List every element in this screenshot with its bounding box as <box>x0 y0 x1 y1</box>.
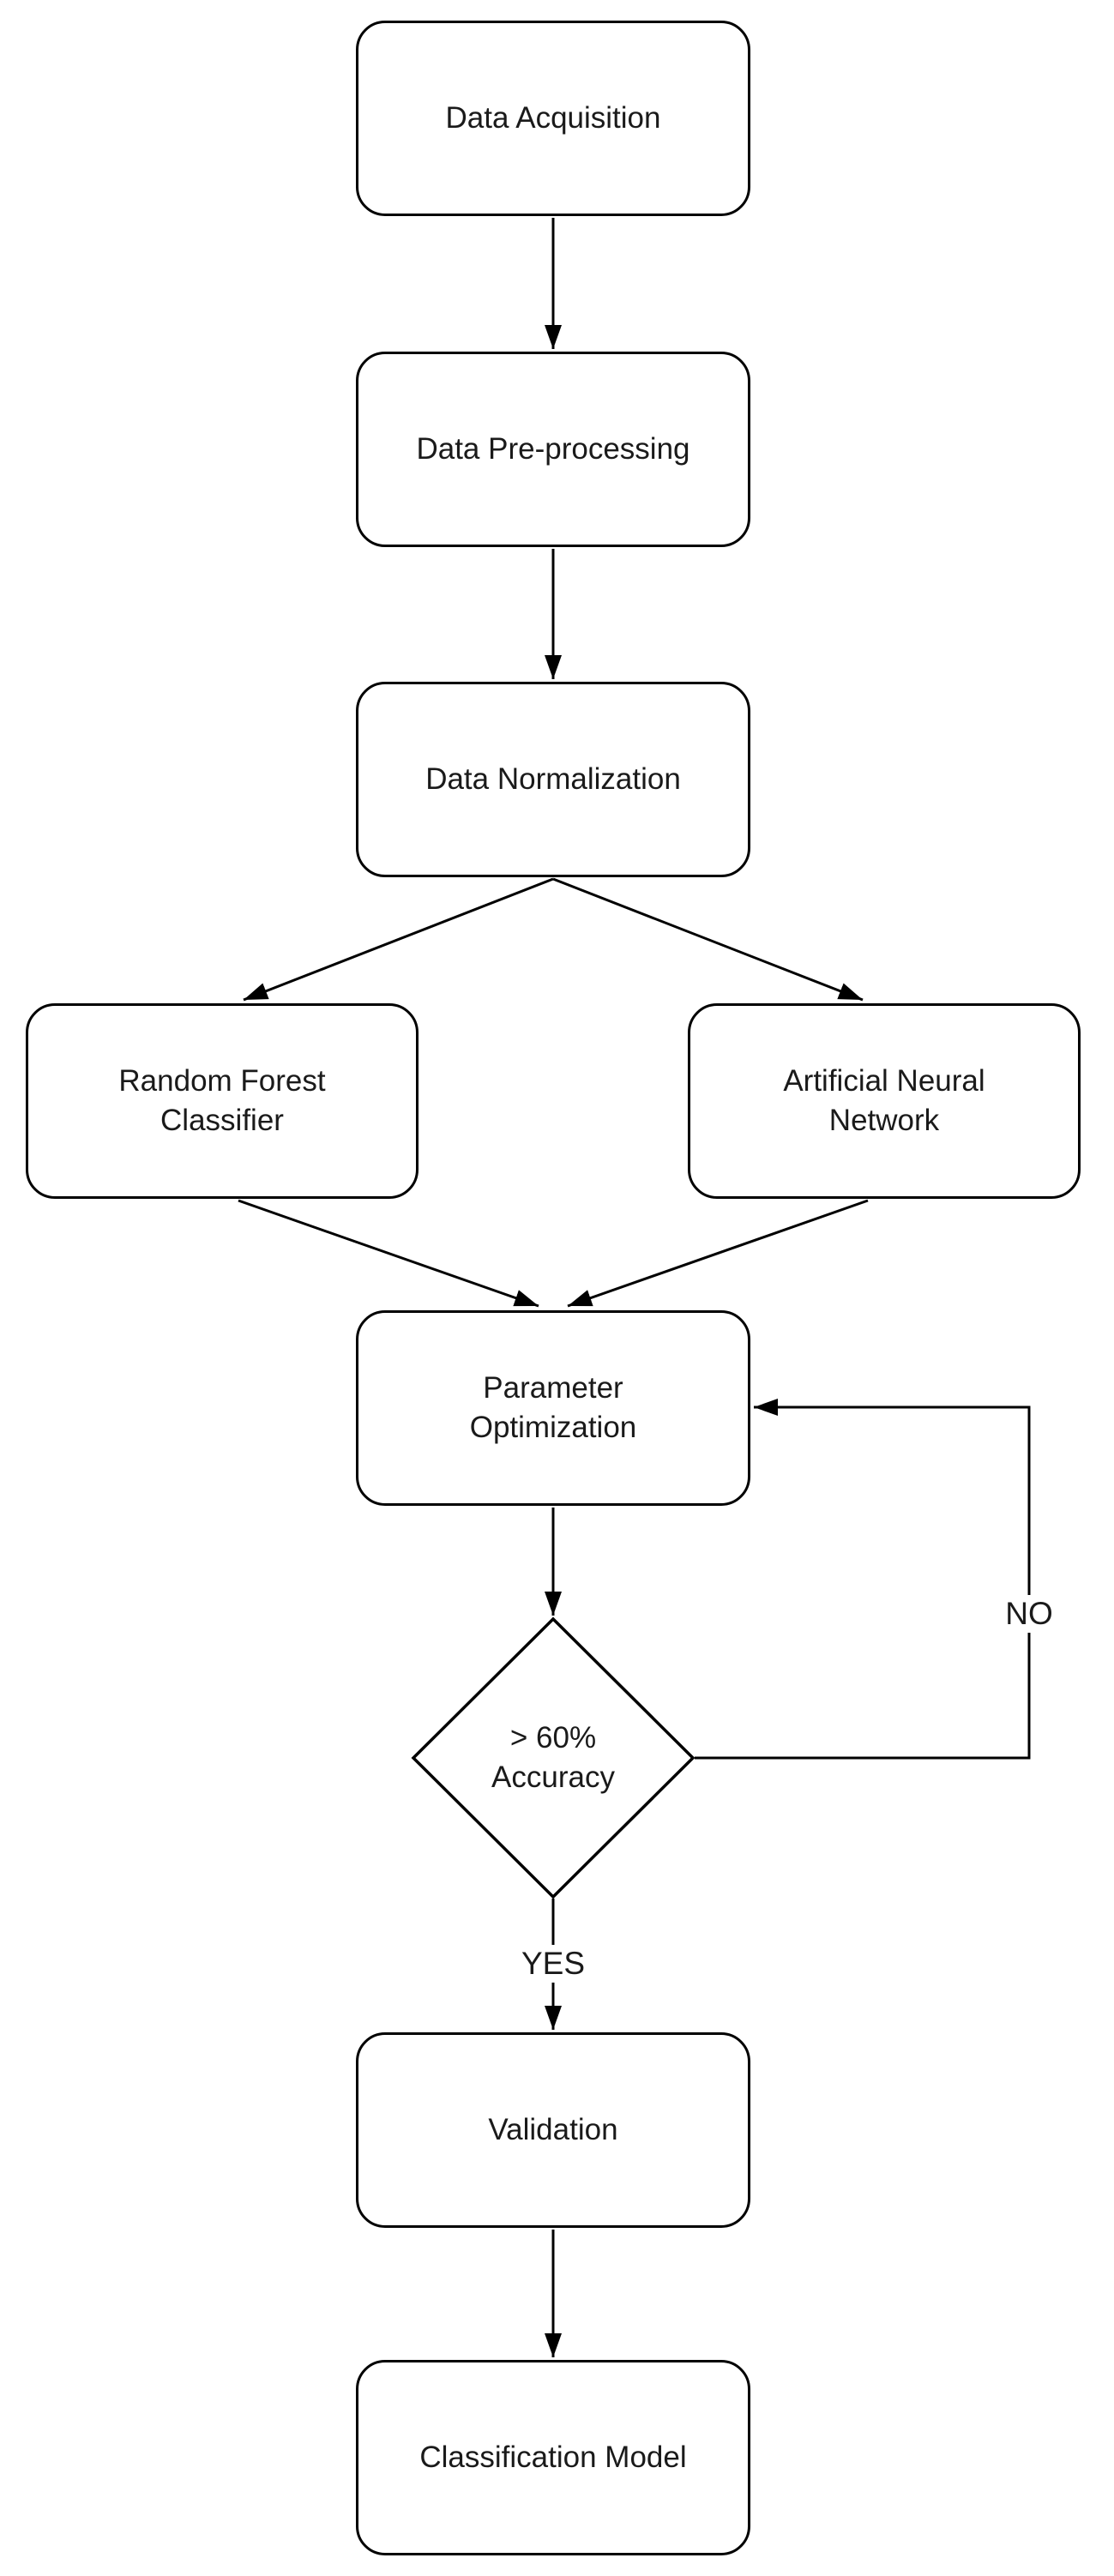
node-artificial-neural-network: Artificial Neural Network <box>688 1003 1081 1199</box>
edge-random-forest-to-optimization <box>238 1199 539 1308</box>
edge-normalization-to-ann <box>552 877 864 1002</box>
node-parameter-optimization: Parameter Optimization <box>356 1310 750 1506</box>
node-data-acquisition-label: Data Acquisition <box>445 101 661 135</box>
node-data-preprocessing-label: Data Pre-processing <box>416 432 690 466</box>
edge-no-loop <box>695 1399 1031 1760</box>
node-data-normalization: Data Normalization <box>356 682 750 877</box>
node-random-forest: Random Forest Classifier <box>26 1003 419 1199</box>
edge-label-no: NO <box>1000 1595 1058 1633</box>
edge-ann-to-optimization <box>567 1199 869 1308</box>
decision-diamond-shape <box>411 1616 695 1899</box>
node-validation: Validation <box>356 2032 750 2228</box>
node-random-forest-label: Random Forest Classifier <box>118 1064 326 1137</box>
node-classification-model-label: Classification Model <box>419 2441 687 2474</box>
node-data-acquisition: Data Acquisition <box>356 21 750 216</box>
node-accuracy-decision-label: > 60% Accuracy <box>491 1721 615 1794</box>
node-parameter-optimization-label: Parameter Optimization <box>469 1371 637 1444</box>
edge-label-yes: YES <box>515 1945 591 1983</box>
node-data-preprocessing: Data Pre-processing <box>356 352 750 547</box>
node-accuracy-decision: > 60% Accuracy <box>403 1609 703 1907</box>
node-data-normalization-label: Data Normalization <box>425 762 681 796</box>
node-classification-model: Classification Model <box>356 2360 750 2555</box>
node-validation-label: Validation <box>488 2113 618 2146</box>
edge-normalization-to-random-forest <box>243 877 554 1002</box>
node-artificial-neural-network-label: Artificial Neural Network <box>783 1064 985 1137</box>
